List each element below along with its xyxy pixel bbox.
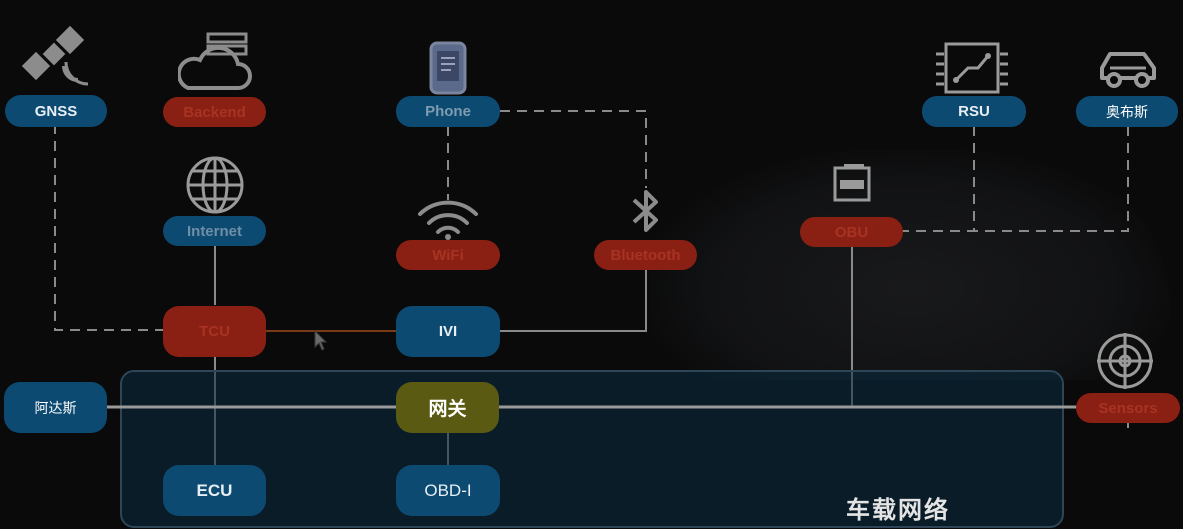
node-tcu[interactable]: TCU <box>163 306 266 357</box>
node-gateway[interactable]: 网关 <box>396 382 499 433</box>
link-phone-bluetooth <box>500 110 647 188</box>
link-gnss-tcu <box>54 124 165 331</box>
node-internet[interactable]: Internet <box>163 216 266 246</box>
diagram-title: 车载网络 <box>846 496 950 524</box>
satellite-icon <box>21 26 89 86</box>
link-aobusi-obu <box>974 126 1129 232</box>
car-silhouette-background <box>650 150 1170 380</box>
node-gnss[interactable]: GNSS <box>5 95 107 127</box>
node-aobusi[interactable]: 奥布斯 <box>1076 96 1178 127</box>
wifi-icon <box>418 200 478 240</box>
node-adasi[interactable]: 阿达斯 <box>4 382 107 433</box>
node-sensors[interactable]: Sensors <box>1076 393 1180 423</box>
car-icon <box>1100 52 1156 88</box>
link-bluetooth-ivi <box>500 270 647 332</box>
node-rsu[interactable]: RSU <box>922 96 1026 127</box>
bluetooth-icon <box>632 190 658 232</box>
node-wifi[interactable]: WiFi <box>396 240 500 270</box>
cloud-server-icon <box>178 32 252 90</box>
node-backend[interactable]: Backend <box>163 97 266 127</box>
node-ivi[interactable]: IVI <box>396 306 500 357</box>
rsu-chip-icon <box>936 42 1008 94</box>
globe-icon <box>186 156 244 214</box>
node-obd[interactable]: OBD-I <box>396 465 500 516</box>
cursor-icon <box>314 330 328 351</box>
phone-icon <box>429 41 467 95</box>
node-phone[interactable]: Phone <box>396 96 500 127</box>
node-ecu[interactable]: ECU <box>163 465 266 516</box>
radar-icon <box>1097 333 1153 389</box>
node-bluetooth[interactable]: Bluetooth <box>594 240 697 270</box>
obu-device-icon <box>833 164 871 202</box>
node-obu[interactable]: OBU <box>800 217 903 247</box>
vehicle-bus-panel <box>120 370 1064 528</box>
